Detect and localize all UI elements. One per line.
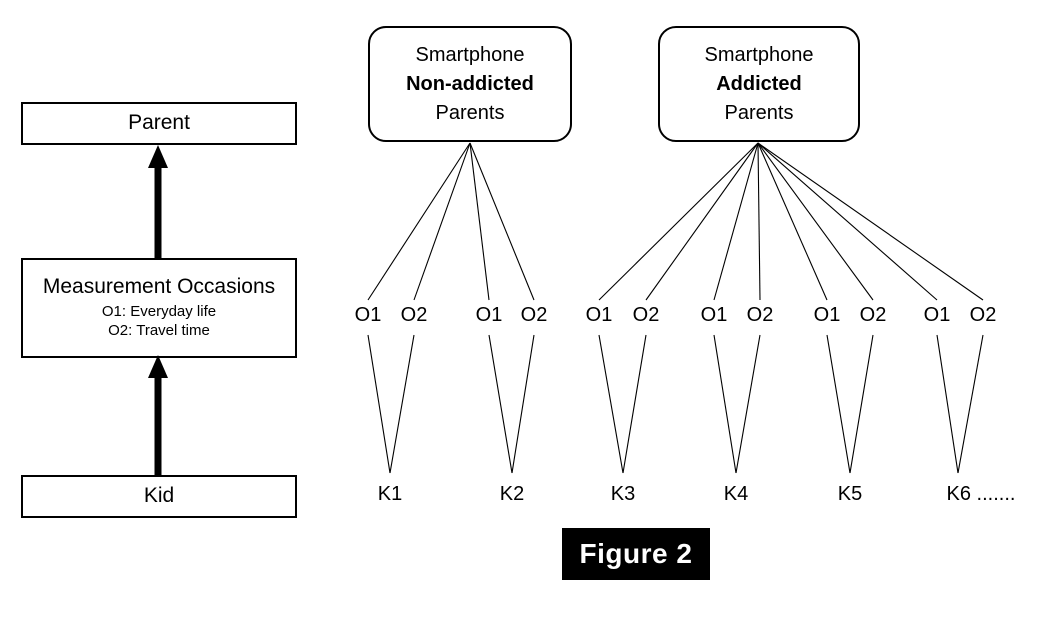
measurement-occasions-title: Measurement Occasions (42, 275, 276, 299)
occasion-label-k4-o2: O2 (746, 304, 774, 326)
occasion-label-k5-o2: O2 (859, 304, 887, 326)
occasion-label-k6-o1: O1 (923, 304, 951, 326)
group-addicted-line-1: Smartphone (704, 43, 814, 66)
occasion-label-k1-o1: O1 (354, 304, 382, 326)
occasion-label-k6-o2: O2 (969, 304, 997, 326)
kid-label-k2: K2 (499, 483, 525, 505)
group-non-addicted-line-2: Non-addicted (406, 72, 534, 95)
v-connector-k5 (826, 334, 874, 474)
occasion-label-k3-o1: O1 (585, 304, 613, 326)
fan-non-addicted-to-occasions (367, 142, 535, 301)
measurement-occasion-o1: O1: Everyday life (101, 302, 217, 320)
arrow-kid-to-measurement (148, 355, 168, 475)
kid-label-k3: K3 (610, 483, 636, 505)
v-connector-k6 (936, 334, 984, 474)
kid-label-k6: K6 ....... (946, 483, 1016, 505)
measurement-occasions-box: Measurement Occasions O1: Everyday life … (21, 258, 297, 358)
group-non-addicted-line-1: Smartphone (415, 43, 525, 66)
occasion-label-k2-o1: O1 (475, 304, 503, 326)
group-box-addicted-parents: Smartphone Addicted Parents (658, 26, 860, 142)
kid-box: Kid (21, 475, 297, 518)
occasion-label-k4-o1: O1 (700, 304, 728, 326)
fan-addicted-to-occasions (598, 142, 984, 301)
group-addicted-line-2: Addicted (716, 72, 802, 95)
occasion-label-k2-o2: O2 (520, 304, 548, 326)
v-connector-k4 (713, 334, 761, 474)
figure-caption-text: Figure 2 (579, 538, 693, 569)
group-non-addicted-line-3: Parents (435, 101, 505, 124)
figure-caption-banner: Figure 2 (562, 528, 710, 580)
v-connector-k2 (488, 334, 535, 474)
kid-label-k5: K5 (837, 483, 863, 505)
measurement-occasion-o2: O2: Travel time (108, 322, 210, 340)
occasion-label-k3-o2: O2 (632, 304, 660, 326)
parent-box: Parent (21, 102, 297, 145)
v-connector-k1 (367, 334, 415, 474)
v-connector-k3 (598, 334, 647, 474)
kid-box-label: Kid (143, 484, 175, 508)
occasion-label-k1-o2: O2 (400, 304, 428, 326)
kid-label-k4: K4 (723, 483, 749, 505)
group-box-non-addicted-parents: Smartphone Non-addicted Parents (368, 26, 572, 142)
parent-box-label: Parent (128, 111, 190, 135)
occasion-label-k5-o1: O1 (813, 304, 841, 326)
kid-label-k1: K1 (377, 483, 403, 505)
group-addicted-line-3: Parents (724, 101, 794, 124)
arrow-measurement-to-parent (148, 145, 168, 258)
